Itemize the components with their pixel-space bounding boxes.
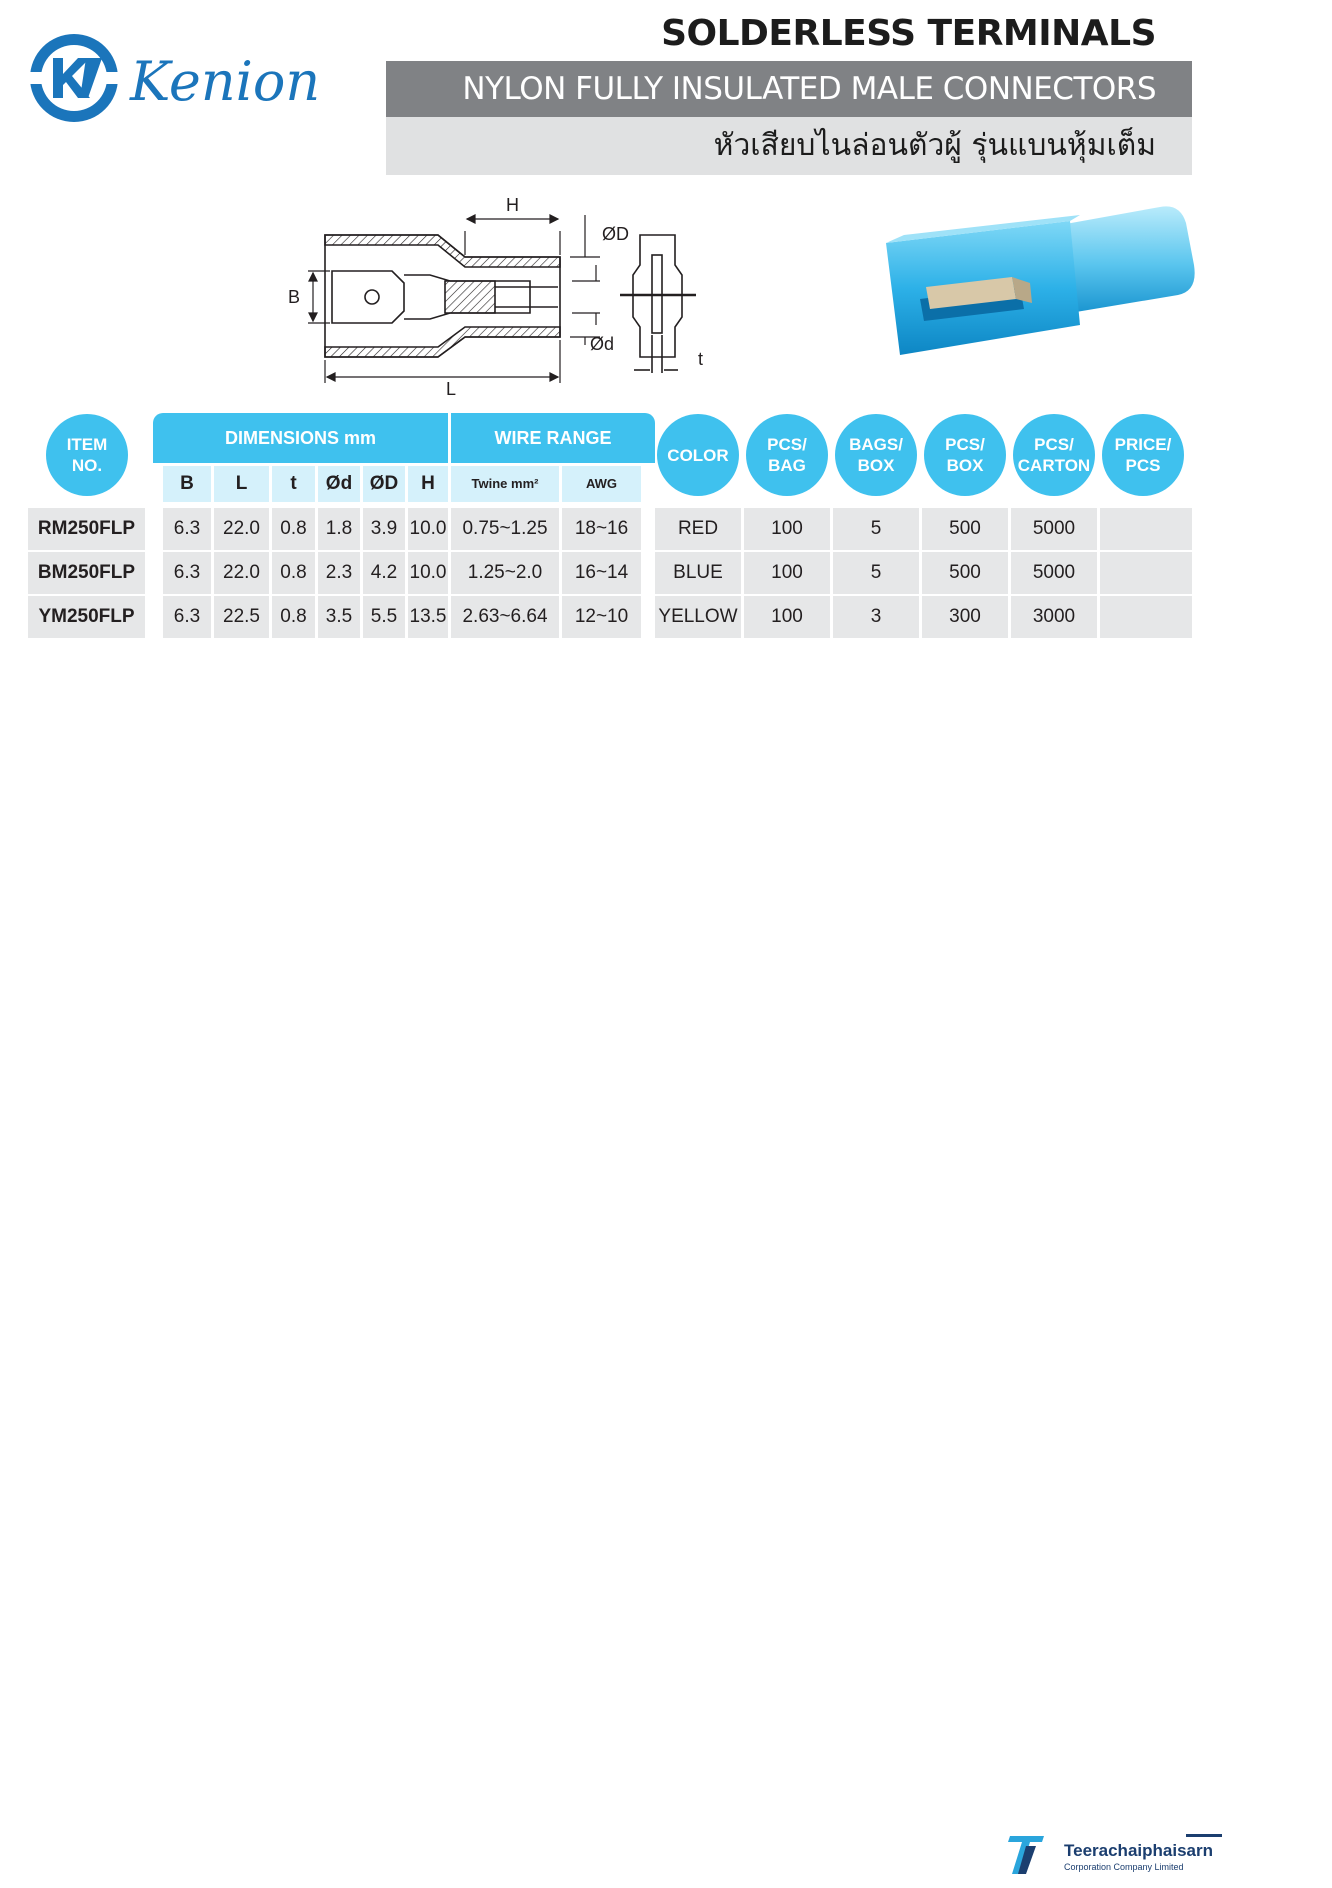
brand-name: Kenion <box>129 50 320 113</box>
cell-item: BM250FLP <box>28 552 145 594</box>
cell-bags-box: 3 <box>833 596 919 638</box>
cell-pcs-box: 500 <box>922 508 1008 550</box>
teerachaiphaisarn-logo-icon <box>1008 1836 1044 1874</box>
cell-l: 22.0 <box>214 552 269 594</box>
cell-item: YM250FLP <box>28 596 145 638</box>
header-bags-box: BAGS/ BOX <box>835 414 917 496</box>
cell-od: 5.5 <box>363 596 405 638</box>
cell-twine: 1.25~2.0 <box>451 552 559 594</box>
cell-awg: 16~14 <box>562 552 641 594</box>
cell-bags-box: 5 <box>833 552 919 594</box>
header-dimensions: DIMENSIONS mm <box>153 413 448 463</box>
cell-pcs-bag: 100 <box>744 552 830 594</box>
cell-price <box>1100 508 1192 550</box>
cell-l: 22.5 <box>214 596 269 638</box>
cell-od: 4.2 <box>363 552 405 594</box>
cell-od: 3.9 <box>363 508 405 550</box>
cell-color: RED <box>655 508 741 550</box>
cell-b: 6.3 <box>163 552 211 594</box>
header-col-id: Ød <box>318 466 360 502</box>
cell-price <box>1100 552 1192 594</box>
cell-pcs-carton: 5000 <box>1011 552 1097 594</box>
product-photo <box>886 206 1195 355</box>
header-col-twine: Twine mm² <box>451 466 559 502</box>
cell-awg: 12~10 <box>562 596 641 638</box>
dim-label-id: Ød <box>590 334 614 354</box>
connector-side-view <box>324 234 561 358</box>
cell-color: BLUE <box>655 552 741 594</box>
cell-awg: 18~16 <box>562 508 641 550</box>
cell-item: RM250FLP <box>28 508 145 550</box>
cell-pcs-bag: 100 <box>744 596 830 638</box>
dim-label-h: H <box>506 195 519 215</box>
cell-id: 2.3 <box>318 552 360 594</box>
cell-pcs-box: 500 <box>922 552 1008 594</box>
cell-l: 22.0 <box>214 508 269 550</box>
header-price-pcs: PRICE/ PCS <box>1102 414 1184 496</box>
header-col-h: H <box>408 466 448 502</box>
footer-divider <box>1186 1834 1222 1837</box>
thai-title: หัวเสียบไนล่อนตัวผู้ รุ่นแบนหุ้มเต็ม <box>386 117 1192 175</box>
dim-label-od: ØD <box>602 224 629 244</box>
cell-bags-box: 5 <box>833 508 919 550</box>
cell-price <box>1100 596 1192 638</box>
header-pcs-carton: PCS/ CARTON <box>1013 414 1095 496</box>
header-col-l: L <box>214 466 269 502</box>
dim-label-b: B <box>288 287 300 307</box>
header-pcs-box: PCS/ BOX <box>924 414 1006 496</box>
header-color: COLOR <box>657 414 739 496</box>
cell-h: 10.0 <box>408 508 448 550</box>
kenion-emblem-icon <box>26 34 122 122</box>
dimension-lines <box>308 214 600 383</box>
header-col-t: t <box>272 466 315 502</box>
cell-t: 0.8 <box>272 508 315 550</box>
dim-label-l: L <box>446 379 456 395</box>
header-wire-range: WIRE RANGE <box>451 413 655 463</box>
kenion-logo: Kenion <box>26 34 320 122</box>
cell-id: 1.8 <box>318 508 360 550</box>
footer-company-sub: Corporation Company Limited <box>1064 1862 1184 1872</box>
cell-b: 6.3 <box>163 508 211 550</box>
cell-twine: 2.63~6.64 <box>451 596 559 638</box>
cell-h: 10.0 <box>408 552 448 594</box>
header-pcs-bag: PCS/ BAG <box>746 414 828 496</box>
cell-t: 0.8 <box>272 596 315 638</box>
footer-company-name: Teerachaiphaisarn <box>1064 1841 1213 1860</box>
dim-label-t: t <box>698 349 703 369</box>
cell-b: 6.3 <box>163 596 211 638</box>
cell-color: YELLOW <box>655 596 741 638</box>
cell-twine: 0.75~1.25 <box>451 508 559 550</box>
cell-pcs-bag: 100 <box>744 508 830 550</box>
cell-id: 3.5 <box>318 596 360 638</box>
connector-end-view <box>620 234 696 373</box>
product-subtitle: NYLON FULLY INSULATED MALE CONNECTORS <box>386 61 1192 117</box>
technical-drawing: H B L ØD Ød t <box>288 195 703 395</box>
header-col-od: ØD <box>363 466 405 502</box>
cell-t: 0.8 <box>272 552 315 594</box>
cell-pcs-carton: 5000 <box>1011 508 1097 550</box>
header-col-awg: AWG <box>562 466 641 502</box>
cell-h: 13.5 <box>408 596 448 638</box>
cell-pcs-box: 300 <box>922 596 1008 638</box>
cell-pcs-carton: 3000 <box>1011 596 1097 638</box>
header-item-no: ITEM NO. <box>46 414 128 496</box>
page-title: SOLDERLESS TERMINALS CONNECTORS <box>661 13 1156 106</box>
header-col-b: B <box>163 466 211 502</box>
